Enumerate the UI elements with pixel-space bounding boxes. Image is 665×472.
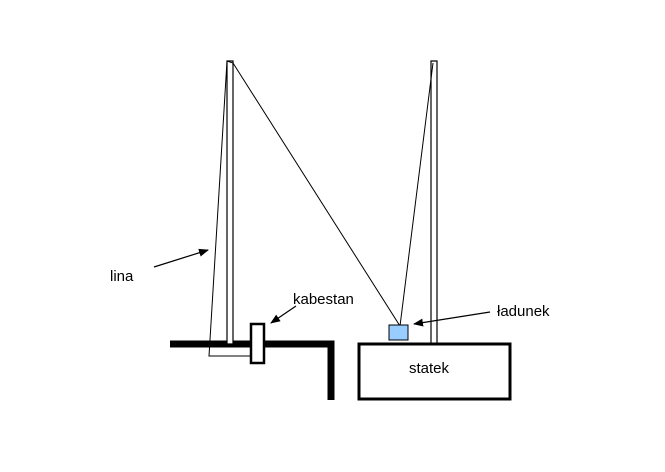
right-mast bbox=[430, 60, 438, 345]
rope bbox=[208, 60, 434, 357]
capstan-arrow bbox=[270, 305, 297, 324]
left-mast bbox=[226, 60, 234, 345]
capstan bbox=[249, 322, 266, 365]
cargo-label: ładunek bbox=[497, 303, 550, 320]
quay-edge bbox=[170, 340, 335, 400]
cargo-box bbox=[388, 324, 409, 341]
ship-hull bbox=[357, 342, 512, 401]
rope-label: lina bbox=[110, 268, 134, 285]
ship-label: statek bbox=[409, 360, 450, 377]
capstan-label: kabestan bbox=[293, 291, 354, 308]
rope-arrow bbox=[153, 248, 209, 268]
cargo-arrow bbox=[413, 311, 491, 327]
